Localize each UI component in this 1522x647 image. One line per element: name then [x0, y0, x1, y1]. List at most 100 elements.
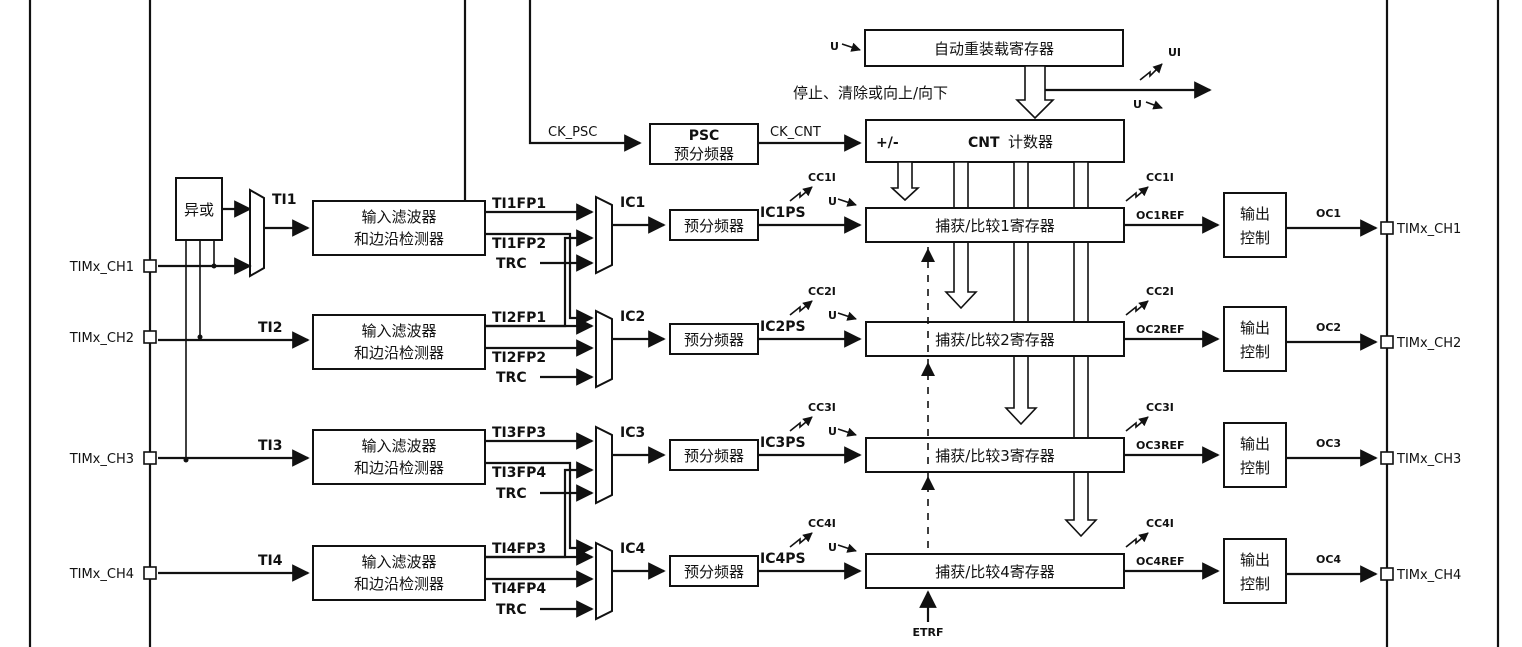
ic-prescaler-4	[669, 555, 759, 587]
u-label-1: U	[828, 195, 837, 208]
trc-label-1: TRC	[496, 256, 527, 272]
left-pin-1	[143, 259, 157, 273]
prescaler-label: 预分频器	[684, 331, 744, 349]
ic-label-1: IC1	[620, 195, 645, 211]
output-label-2: 控制	[1240, 575, 1270, 593]
cnt-plus-minus: +/-	[876, 135, 899, 151]
ic-mux-1	[595, 195, 613, 275]
output-label-1: 输出	[1240, 205, 1270, 223]
auto-reload-register	[864, 29, 1124, 67]
tifp-a-2: TI2FP1	[492, 310, 546, 326]
auto-reload-label: 自动重装载寄存器	[934, 40, 1054, 58]
ui-label: UI	[1168, 46, 1181, 59]
trc-label-4: TRC	[496, 602, 527, 618]
tifp-b-2: TI2FP2	[492, 350, 546, 366]
icps-label-2: IC2PS	[760, 319, 806, 335]
ck-psc-label: CK_PSC	[548, 125, 597, 140]
ic-mux-4	[595, 541, 613, 621]
u-label-out: U	[1133, 98, 1142, 111]
ccr-label-2: 捕获/比较2寄存器	[935, 331, 1055, 349]
stop-clear-label: 停止、清除或向上/向下	[793, 84, 948, 102]
input-filter-2	[312, 314, 486, 370]
tifp-a-4: TI4FP3	[492, 541, 546, 557]
output-control-4	[1223, 538, 1287, 604]
right-pin-label-3: TIMx_CH3	[1396, 452, 1461, 467]
tifp-a-1: TI1FP1	[492, 196, 546, 212]
right-pin-label-2: TIMx_CH2	[1396, 336, 1461, 351]
filter-label-1: 输入滤波器	[361, 553, 436, 571]
oc-label-2: OC2	[1316, 321, 1341, 334]
tifp-a-3: TI3FP3	[492, 425, 546, 441]
output-label-2: 控制	[1240, 459, 1270, 477]
cci-label-3: CC3I	[808, 401, 836, 414]
ti1-label: TI1	[272, 192, 297, 208]
ic-label-2: IC2	[620, 309, 645, 325]
filter-label-1: 输入滤波器	[361, 208, 436, 226]
output-label-1: 输出	[1240, 435, 1270, 453]
tifp-b-1: TI1FP2	[492, 236, 546, 252]
xor-block	[175, 177, 223, 241]
left-pin-label-4: TIMx_CH4	[69, 567, 134, 582]
reload-transfer-arrow	[1015, 65, 1055, 120]
right-pin-3	[1380, 451, 1394, 465]
cci-label-1: CC1I	[808, 171, 836, 184]
cci-right-label-3: CC3I	[1146, 401, 1174, 414]
filter-label-2: 和边沿检测器	[354, 344, 444, 362]
icps-label-4: IC4PS	[760, 551, 806, 567]
oc-label-3: OC3	[1316, 437, 1341, 450]
input-filter-3	[312, 429, 486, 485]
oc-label-1: OC1	[1316, 207, 1341, 220]
ocref-label-4: OC4REF	[1136, 555, 1185, 568]
oc-label-4: OC4	[1316, 553, 1341, 566]
ccr-register-2	[865, 321, 1125, 357]
u-label-3: U	[828, 425, 837, 438]
u-label-2: U	[828, 309, 837, 322]
icps-label-3: IC3PS	[760, 435, 806, 451]
prescaler-label: 预分频器	[684, 447, 744, 465]
trc-label-3: TRC	[496, 486, 527, 502]
etrf-label: ETRF	[912, 626, 943, 639]
icps-label-1: IC1PS	[760, 205, 806, 221]
cci-right-label-2: CC2I	[1146, 285, 1174, 298]
output-label-2: 控制	[1240, 343, 1270, 361]
output-label-2: 控制	[1240, 229, 1270, 247]
left-pin-label-2: TIMx_CH2	[69, 331, 134, 346]
ic-mux-3	[595, 425, 613, 505]
input-filter-4	[312, 545, 486, 601]
ti-label-4: TI4	[258, 553, 283, 569]
output-label-1: 输出	[1240, 319, 1270, 337]
left-pin-2	[143, 330, 157, 344]
psc-sub-label: 预分频器	[674, 145, 734, 163]
output-control-3	[1223, 422, 1287, 488]
trc-label-2: TRC	[496, 370, 527, 386]
cci-label-2: CC2I	[808, 285, 836, 298]
ocref-label-3: OC3REF	[1136, 439, 1185, 452]
filter-label-2: 和边沿检测器	[354, 459, 444, 477]
ccr-label-1: 捕获/比较1寄存器	[935, 217, 1055, 235]
output-control-1	[1223, 192, 1287, 258]
ck-cnt-label: CK_CNT	[770, 125, 821, 140]
ic-mux-2	[595, 309, 613, 389]
ocref-label-1: OC1REF	[1136, 209, 1185, 222]
cci-right-label-1: CC1I	[1146, 171, 1174, 184]
psc-label: PSC	[689, 128, 720, 144]
prescaler-label: 预分频器	[684, 563, 744, 581]
output-control-2	[1223, 306, 1287, 372]
ic-prescaler-3	[669, 439, 759, 471]
ccr-register-4	[865, 553, 1125, 589]
right-pin-label-4: TIMx_CH4	[1396, 568, 1461, 583]
right-pin-label-1: TIMx_CH1	[1396, 222, 1461, 237]
left-pin-4	[143, 566, 157, 580]
filter-label-2: 和边沿检测器	[354, 575, 444, 593]
left-pin-3	[143, 451, 157, 465]
ccr-label-3: 捕获/比较3寄存器	[935, 447, 1055, 465]
left-pin-label-3: TIMx_CH3	[69, 452, 134, 467]
tifp-b-3: TI3FP4	[492, 465, 546, 481]
prescaler-label: 预分频器	[684, 217, 744, 235]
ic-label-4: IC4	[620, 541, 645, 557]
output-label-1: 输出	[1240, 551, 1270, 569]
ccr-register-1	[865, 207, 1125, 243]
cci-right-label-4: CC4I	[1146, 517, 1174, 530]
